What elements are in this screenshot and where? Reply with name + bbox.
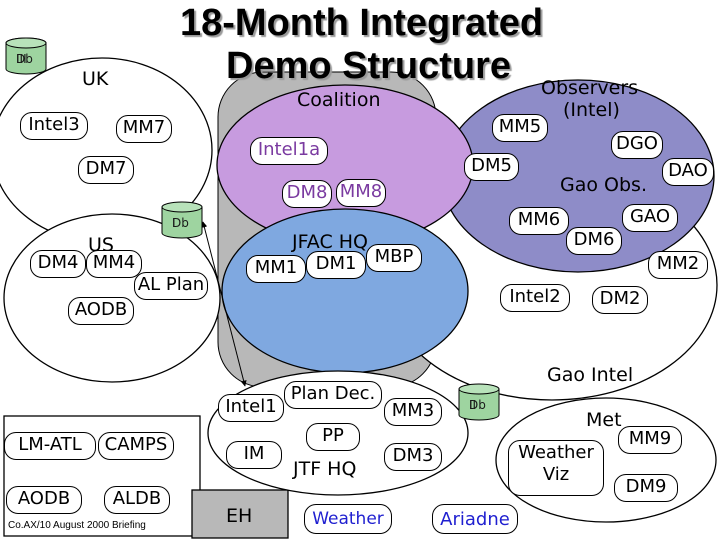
node-dm9: DM9 [614, 474, 678, 502]
db-uk-label: Db [16, 52, 33, 66]
node-mm6: MM6 [509, 207, 569, 235]
met-label: Met [586, 409, 622, 431]
node-camps: CAMPS [98, 432, 174, 460]
node-dm4: DM4 [30, 250, 86, 278]
node-dm5: DM5 [464, 153, 519, 181]
node-dm3: DM3 [384, 443, 442, 471]
db-to-intel1-arrow [201, 221, 247, 387]
node-mm5: MM5 [492, 114, 548, 142]
node-dm2: DM2 [592, 286, 648, 314]
node-mm9: MM9 [618, 426, 682, 454]
observers-sublabel: (Intel) [563, 99, 620, 121]
weather-viz-line1: Weather [518, 442, 594, 463]
node-weather: Weather [304, 504, 392, 534]
db-coalition-sup: I [172, 216, 176, 230]
node-lm-atl: LM-ATL [4, 432, 96, 460]
jfac-hq-label: JFAC HQ [292, 231, 368, 253]
node-gao: GAO [622, 204, 678, 232]
node-dm8: DM8 [282, 180, 332, 208]
node-dm1: DM1 [306, 251, 366, 279]
node-aodb-us: AODB [68, 297, 134, 325]
node-plan-dec: Plan Dec. [284, 381, 382, 409]
footer-text: Co.AX/10 August 2000 Briefing [8, 520, 146, 531]
node-intel1: Intel1 [218, 394, 284, 422]
db-gao-sup: II [469, 398, 477, 412]
db-coalition-label: Db [172, 216, 189, 230]
node-mm4: MM4 [86, 250, 142, 278]
node-mm7: MM7 [116, 115, 172, 143]
node-aldb: ALDB [104, 486, 170, 514]
node-weather-viz: Weather Viz [508, 440, 604, 496]
node-mm3: MM3 [384, 398, 442, 426]
node-dao: DAO [662, 158, 714, 186]
node-ariadne: Ariadne [432, 504, 518, 534]
node-intel3: Intel3 [20, 112, 88, 140]
node-mbp: MBP [366, 244, 422, 272]
db-gao-label: Db [469, 398, 486, 412]
node-intel2: Intel2 [500, 284, 570, 312]
observers-label: Observers [541, 77, 639, 99]
node-pp: PP [306, 423, 360, 451]
node-dgo: DGO [611, 131, 663, 159]
jtf-hq-label: JTF HQ [293, 458, 357, 480]
node-mm1: MM1 [246, 255, 306, 283]
uk-label: UK [82, 68, 109, 90]
gao-obs-label: Gao Obs. [560, 174, 647, 196]
title-line1: 18-Month Integrated [180, 2, 544, 44]
node-aodb-bottom: AODB [6, 486, 82, 514]
title-line2: Demo Structure [226, 45, 512, 87]
db-uk-sup: III [16, 52, 27, 66]
node-mm2: MM2 [648, 251, 708, 279]
eh-panel [191, 489, 289, 539]
node-mm8: MM8 [336, 179, 386, 207]
node-dm6: DM6 [566, 227, 622, 255]
node-intel1a: Intel1a [250, 137, 328, 165]
eh-label: EH [226, 505, 253, 527]
node-dm7: DM7 [78, 156, 134, 184]
node-al-plan: AL Plan [134, 272, 208, 300]
weather-viz-line2: Viz [542, 464, 570, 485]
us-label: US [88, 234, 114, 256]
gao-intel-label: Gao Intel [547, 364, 634, 386]
coalition-label: Coalition [297, 89, 381, 111]
node-im: IM [226, 441, 282, 469]
